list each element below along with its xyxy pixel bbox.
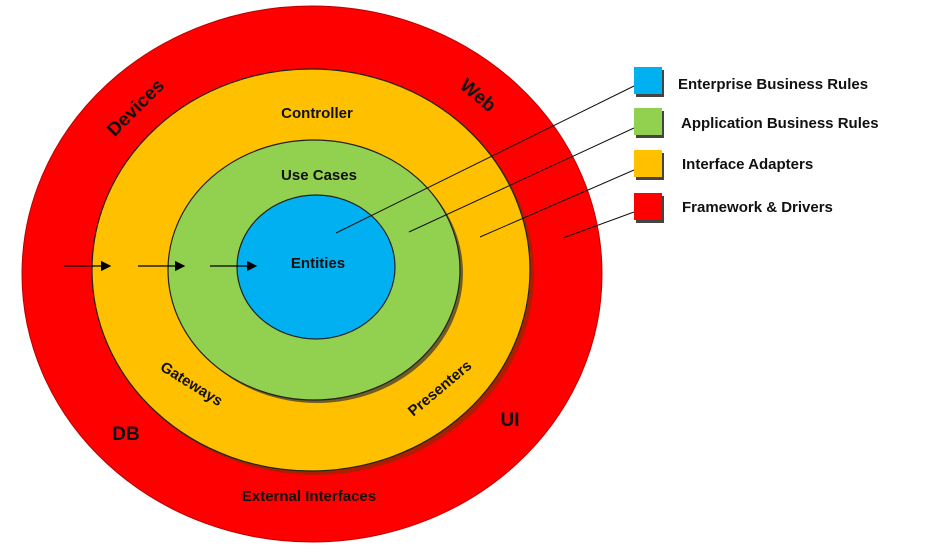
leader-line <box>479 169 635 238</box>
use-cases-label: Use Cases <box>281 167 357 184</box>
controller-label: Controller <box>281 105 353 122</box>
legend-label-application: Application Business Rules <box>681 115 879 132</box>
legend-swatch-interface-adapters <box>634 150 662 177</box>
entities-circle <box>236 194 396 340</box>
legend-swatch-application <box>634 108 662 135</box>
legend: Enterprise Business Rules Application Bu… <box>634 67 879 223</box>
db-label: DB <box>112 424 139 445</box>
entities-label: Entities <box>291 255 345 272</box>
legend-label-interface-adapters: Interface Adapters <box>682 156 813 173</box>
leader-line <box>408 127 635 233</box>
legend-label-enterprise: Enterprise Business Rules <box>678 76 868 93</box>
external-interfaces-label: External Interfaces <box>242 488 376 505</box>
legend-label-frameworks: Framework & Drivers <box>682 199 833 216</box>
leader-line <box>335 85 635 234</box>
legend-swatch-frameworks <box>634 193 662 220</box>
leader-line <box>562 211 635 239</box>
legend-swatch-enterprise <box>634 67 662 94</box>
ui-label: UI <box>501 410 520 431</box>
